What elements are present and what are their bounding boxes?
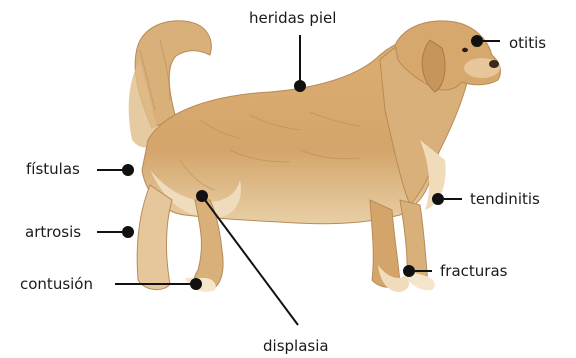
- dog-nose: [489, 60, 499, 68]
- dog-hind-leg: [137, 185, 172, 290]
- label-fistulas: fístulas: [26, 162, 80, 177]
- marker-heridas-piel: [295, 81, 305, 91]
- marker-fracturas: [404, 266, 414, 276]
- marker-fistulas: [123, 165, 133, 175]
- marker-tendinitis: [433, 194, 443, 204]
- marker-artrosis: [123, 227, 133, 237]
- label-contusion: contusión: [20, 277, 93, 292]
- label-fracturas: fracturas: [440, 264, 507, 279]
- label-heridas-piel: heridas piel: [249, 11, 336, 26]
- marker-contusion: [191, 279, 201, 289]
- marker-displasia: [197, 191, 207, 201]
- marker-otitis: [472, 36, 482, 46]
- label-tendinitis: tendinitis: [470, 192, 540, 207]
- label-artrosis: artrosis: [25, 225, 81, 240]
- dog-eye: [462, 48, 468, 52]
- label-displasia: displasia: [263, 339, 329, 354]
- label-otitis: otitis: [509, 36, 546, 51]
